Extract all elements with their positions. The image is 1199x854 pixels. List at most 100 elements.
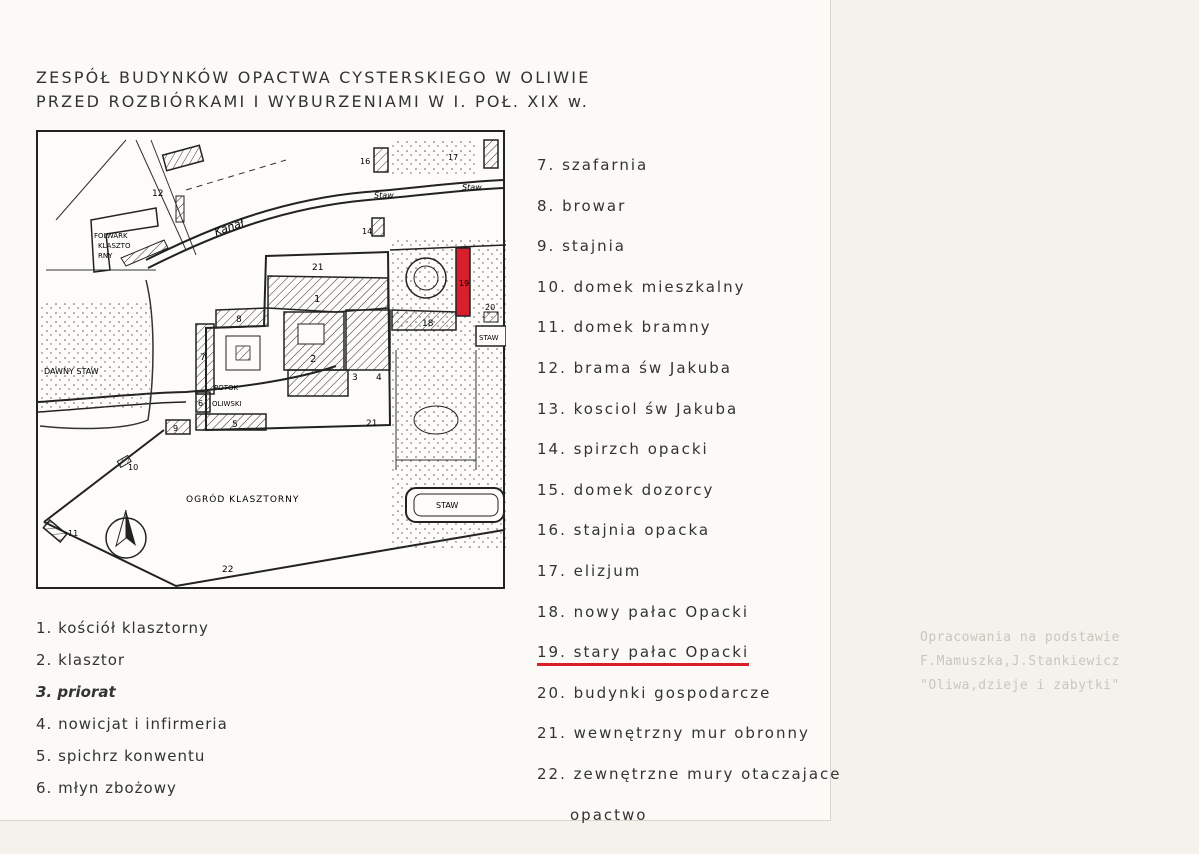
legend-item-22: 22. zewnętrzne mury otaczajace [537, 764, 842, 783]
cloister-court [297, 323, 325, 345]
legend-item-9: 9. stajnia [537, 237, 627, 256]
pond-bottom [405, 487, 505, 523]
folwark-building [120, 239, 169, 267]
label-2: 2 [310, 354, 316, 365]
former-pond-outline [39, 279, 154, 430]
title-line-1: ZESPÓŁ BUDYNKÓW OPACTWA CYSTERSKIEGO W O… [36, 68, 591, 87]
folwark-label-1: FOLWARK [94, 232, 128, 240]
church-building [267, 275, 389, 313]
label-5: 5 [232, 420, 238, 430]
legend-item-2: 2. klasztor [36, 651, 126, 669]
source-line-2: F.Mamuszka,J.Stankiewicz [920, 654, 1120, 669]
priory-building [287, 369, 349, 397]
garden-label: OGRÓD KLASZTORNY [186, 493, 299, 505]
legend-item-16: 16. stajnia opacka [537, 521, 711, 540]
label-19: 19 [459, 279, 469, 288]
label-16: 16 [360, 157, 370, 166]
fountain-circle [405, 257, 447, 299]
pond-top-label-2: Staw [462, 183, 482, 192]
legend-item-5: 5. spichrz konwentu [36, 747, 206, 765]
label-1: 1 [314, 294, 320, 305]
building-16 [373, 147, 389, 173]
label-14: 14 [362, 227, 372, 236]
folwark-label-3: RNY [98, 252, 113, 260]
legend-item-17: 17. elizjum [537, 561, 642, 580]
abbey-site-plan: FOLWARK KLASZTO RNY 12 Kanał 21 21 1 2 3… [36, 130, 506, 589]
label-21a: 21 [312, 263, 323, 273]
former-pond-label: DAWNY STAW [44, 367, 99, 376]
label-8: 8 [236, 315, 242, 325]
label-9: 9 [173, 424, 178, 433]
fountain-circle [413, 265, 439, 291]
legend-item-20: 20. budynki gospodarcze [537, 683, 772, 702]
label-20: 20 [485, 303, 495, 312]
page-title: ZESPÓŁ BUDYNKÓW OPACTWA CYSTERSKIEGO W O… [36, 66, 591, 114]
pond-right-label: STAW [479, 334, 499, 342]
road-line [135, 139, 187, 251]
pond-right [475, 325, 506, 347]
label-7: 7 [200, 353, 206, 363]
legend-item-18: 18. nowy pałac Opacki [537, 602, 750, 621]
title-line-2: PRZED ROZBIÓRKAMI I WYBURZENIAMI W I. PO… [36, 92, 590, 111]
north-arrow-icon [105, 509, 147, 559]
stream-label-2: OLIWSKI [212, 400, 242, 408]
legend-item-11: 11. domek bramny [537, 318, 712, 337]
source-line-3: "Oliwa,dzieje i zabytki" [920, 678, 1120, 693]
legend-item-15: 15. domek dozorcy [537, 480, 715, 499]
label-4: 4 [376, 373, 382, 383]
label-18: 18 [422, 319, 434, 329]
legend-item-8: 8. browar [537, 196, 627, 215]
building-14 [371, 217, 385, 237]
canal-line [147, 187, 505, 269]
legend-left: 1. kościół klasztorny 2. klasztor 3. pri… [36, 612, 228, 804]
legend-item-14: 14. spirzch opacki [537, 440, 709, 459]
legend-item-3: 3. priorat [36, 683, 116, 701]
courtyard-center [235, 345, 251, 361]
park-border [389, 244, 506, 251]
source-note: Opracowania na podstawie F.Mamuszka,J.St… [920, 626, 1120, 698]
label-3: 3 [352, 373, 358, 383]
granary-building [195, 413, 267, 431]
infirmary-building [345, 309, 391, 371]
label-22: 22 [222, 565, 233, 575]
building-17 [483, 139, 499, 169]
stream-label-1: POTOK [214, 384, 239, 392]
source-line-1: Opracowania na podstawie [920, 630, 1120, 645]
pond-bottom-inner [413, 493, 499, 517]
canal-line [145, 179, 505, 261]
farm-buildings [483, 311, 499, 323]
old-abbot-palace-highlighted [455, 247, 471, 317]
pond-top-label: Staw [374, 191, 394, 200]
garden-parterre [413, 405, 459, 435]
road-line [55, 139, 127, 221]
road-line [150, 139, 197, 256]
legend-item-13: 13. kosciol św Jakuba [537, 399, 739, 418]
label-11: 11 [68, 529, 78, 538]
legend-right: 7. szafarnia 8. browar 9. stajnia 10. do… [537, 150, 841, 840]
legend-item-4: 4. nowicjat i infirmeria [36, 715, 228, 733]
garden-path [395, 350, 477, 470]
label-10: 10 [128, 463, 138, 472]
building-8 [215, 307, 269, 329]
building-12 [175, 195, 185, 223]
pond-bottom-label: STAW [436, 501, 458, 510]
mill-building [195, 391, 211, 413]
legend-item-19: 19. stary pałac Opacki [537, 637, 841, 678]
legend-item-10: 10. domek mieszkalny [537, 277, 746, 296]
legend-item-12: 12. brama św Jakuba [537, 358, 732, 377]
folwark-label-2: KLASZTO [98, 242, 131, 250]
legend-item-21: 21. wewnętrzny mur obronny [537, 724, 810, 743]
former-pond-area [40, 300, 150, 410]
legend-item-7: 7. szafarnia [537, 156, 649, 174]
legend-item-19-highlighted: 19. stary pałac Opacki [537, 643, 750, 667]
building-9 [165, 419, 191, 435]
legend-item-6: 6. młyn zbożowy [36, 779, 177, 797]
building-13 [161, 144, 205, 172]
label-6: 6 [198, 399, 203, 408]
new-abbot-palace [391, 309, 457, 331]
legend-item-1: 1. kościół klasztorny [36, 619, 209, 637]
label-12: 12 [152, 189, 163, 199]
elysium-area [392, 138, 478, 174]
folwark-building [90, 207, 159, 273]
legend-item-22-continued: opactwo [570, 805, 648, 824]
